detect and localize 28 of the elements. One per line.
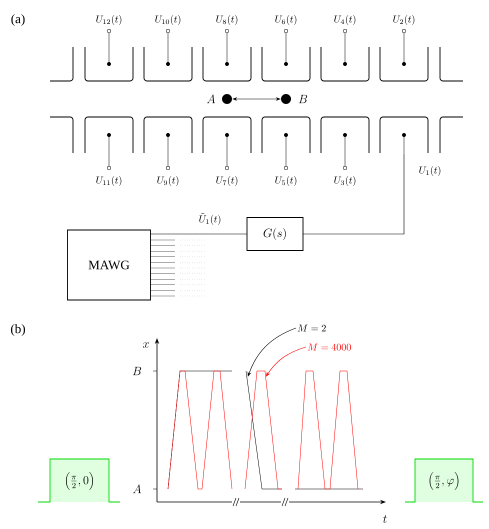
wire <box>303 152 404 234</box>
panel-label: (b) <box>10 324 26 336</box>
panel-label: (a) <box>11 14 25 26</box>
axis-label: $x$ <box>143 342 149 348</box>
device-box: MAWG <box>67 230 151 300</box>
voltage-label: $U_{12}(t)$ <box>96 14 122 25</box>
ion <box>222 94 232 104</box>
voltage-label: $U_{11}(t)$ <box>96 176 122 186</box>
pulse-label: $\left(\frac{\pi}{2},\varphi\right)$ <box>430 472 458 490</box>
curve-label: $M = 4000$ <box>308 344 351 351</box>
voltage-label: $U_2(t)$ <box>393 14 414 25</box>
voltage-label: $U_1(t)$ <box>419 166 440 176</box>
filter-box: $G(s)$ <box>246 217 304 251</box>
voltage-label: $U_9(t)$ <box>157 176 178 186</box>
voltage-label: $U_5(t)$ <box>275 176 296 186</box>
axis-label: $B$ <box>132 366 142 376</box>
voltage-label: $U_{10}(t)$ <box>155 14 180 25</box>
voltage-label: $U_8(t)$ <box>216 14 238 25</box>
curve-label: $M = 2$ <box>298 324 326 332</box>
voltage-label: $U_6(t)$ <box>275 14 296 25</box>
ion <box>281 94 291 104</box>
voltage-label: $U_4(t)$ <box>334 14 356 25</box>
voltage-label: $U_7(t)$ <box>216 176 238 186</box>
pulse-label: $\left(\frac{\pi}{2},0\right)$ <box>66 472 93 490</box>
edge-label: $\tilde{U}_1(t)$ <box>198 212 222 226</box>
voltage-label: $U_3(t)$ <box>334 176 356 186</box>
axis-label: $A$ <box>133 484 142 494</box>
axis-label: $t$ <box>383 515 387 523</box>
